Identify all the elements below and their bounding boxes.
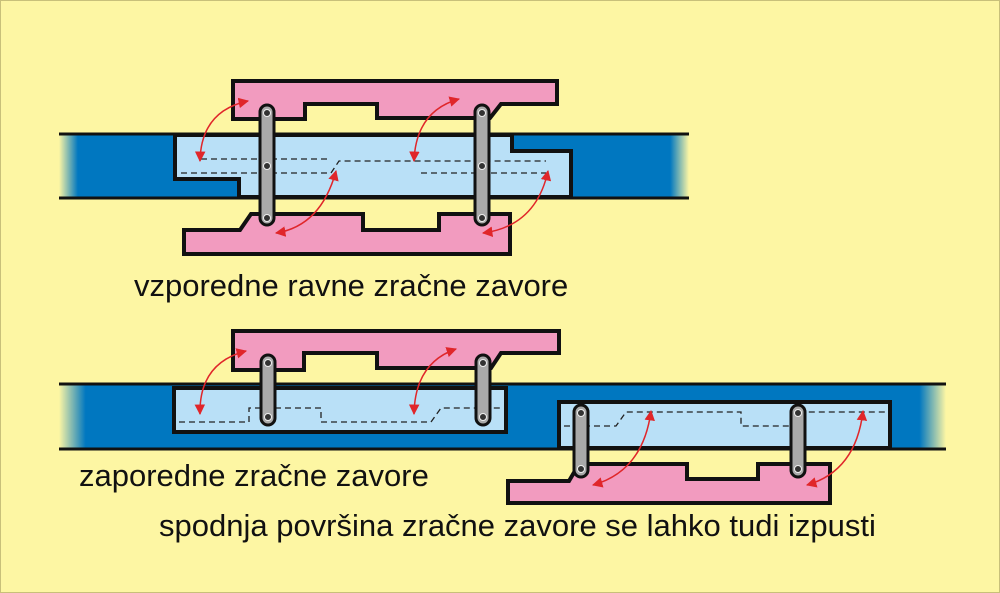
parallel-airbrake-figure: vzporedne ravne zračne zavore xyxy=(59,79,689,303)
lower-airbrake-plate xyxy=(506,462,832,505)
linkage-arm xyxy=(474,353,492,427)
airbrake-slot xyxy=(557,400,892,450)
serial-airbrake-figure: zaporedne zračne zavore spodnja površina… xyxy=(59,329,946,543)
motion-arrow xyxy=(194,348,248,416)
linkage-arm xyxy=(789,403,807,479)
label-lower-surface-note: spodnja površina zračne zavore se lahko … xyxy=(159,508,876,543)
motion-arrow xyxy=(481,169,552,237)
motion-arrow xyxy=(194,97,250,163)
motion-arrow xyxy=(591,409,655,488)
upper-airbrake-plate xyxy=(231,329,561,372)
airbrake-slot xyxy=(172,386,508,434)
motion-arrow xyxy=(409,96,461,163)
motion-arrow xyxy=(274,169,339,237)
linkage-arm xyxy=(259,353,277,427)
label-serial-airbrakes: zaporedne zračne zavore xyxy=(79,458,429,493)
upper-airbrake-plate xyxy=(231,79,559,121)
linkage-arm xyxy=(572,403,590,479)
motion-arrow xyxy=(805,409,868,488)
motion-arrow xyxy=(408,347,457,416)
lower-airbrake-plate xyxy=(182,212,512,256)
label-parallel-airbrakes: vzporedne ravne zračne zavore xyxy=(134,268,568,303)
